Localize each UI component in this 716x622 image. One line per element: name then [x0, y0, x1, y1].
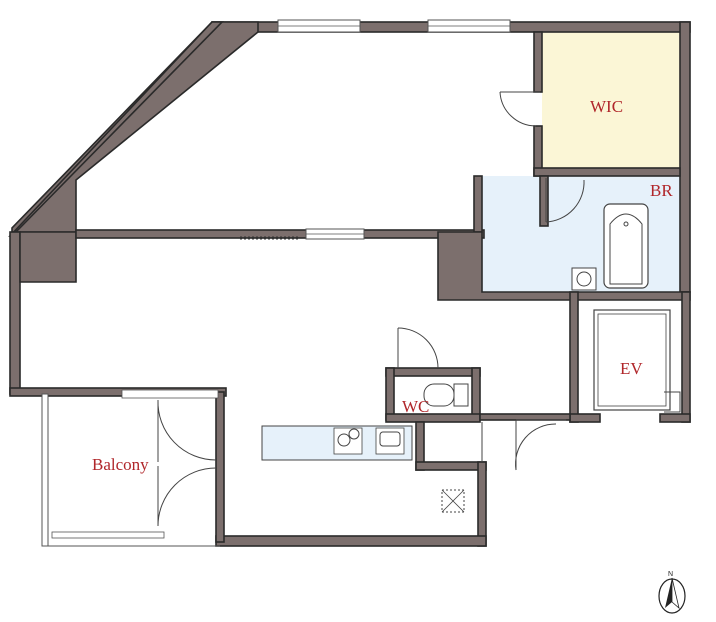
- wic-door: [499, 91, 540, 127]
- balcony: [41, 389, 220, 547]
- wic-label: WIC: [590, 97, 623, 116]
- exterior-walls: [8, 21, 691, 547]
- bath-door: [545, 178, 585, 223]
- compass-north-label: N: [668, 571, 673, 578]
- pipe-shaft: [441, 489, 465, 513]
- wc-label: WC: [402, 397, 429, 416]
- kitchen-counter: [261, 425, 413, 461]
- wc-door: [397, 327, 439, 369]
- entrance-door: [481, 419, 566, 471]
- toilet: [423, 383, 469, 407]
- balcony-label: Balcony: [92, 455, 149, 474]
- bathtub: [603, 203, 649, 289]
- north-compass-icon: N: [658, 571, 686, 614]
- elevator: [593, 309, 681, 413]
- bath-sink: [571, 267, 597, 291]
- wic-area: [542, 32, 680, 168]
- br-label: BR: [650, 181, 673, 200]
- partition-opening: [240, 228, 365, 240]
- ev-label: EV: [620, 359, 643, 378]
- top-windows: [277, 19, 511, 33]
